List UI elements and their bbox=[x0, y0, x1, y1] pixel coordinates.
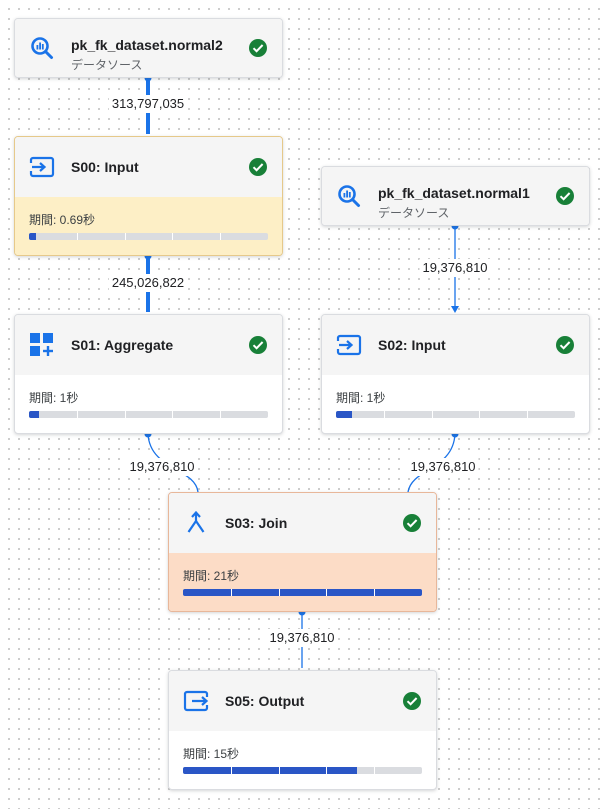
node-title: S05: Output bbox=[225, 693, 305, 709]
check-circle-icon bbox=[248, 157, 268, 177]
progress-tick bbox=[383, 411, 385, 418]
progress-fill bbox=[29, 411, 39, 418]
progress-fill bbox=[336, 411, 352, 418]
duration-text: 期間: 1秒 bbox=[336, 389, 385, 406]
node-header: pk_fk_dataset.normal1 データソース bbox=[322, 167, 589, 225]
node-header: S03: Join bbox=[169, 493, 436, 553]
progress-tick bbox=[326, 767, 328, 774]
progress-tick bbox=[431, 411, 433, 418]
node-metrics: 期間: 21秒 bbox=[169, 553, 436, 611]
merge-icon bbox=[183, 510, 209, 536]
duration-value: 0.69秒 bbox=[59, 213, 96, 227]
progress-tick bbox=[278, 767, 280, 774]
output-icon bbox=[183, 688, 209, 714]
progress-tick bbox=[220, 411, 222, 418]
progress-tick bbox=[479, 411, 481, 418]
node-title: S03: Join bbox=[225, 515, 288, 531]
aggregate-icon bbox=[29, 332, 55, 358]
duration-progress-bar bbox=[336, 411, 575, 418]
bigquery-icon bbox=[29, 35, 55, 61]
check-circle-icon bbox=[555, 186, 575, 206]
duration-progress-bar bbox=[29, 233, 268, 240]
progress-fill bbox=[183, 767, 358, 774]
edge-src1-s02-arrowhead bbox=[451, 306, 459, 313]
duration-text: 期間: 0.69秒 bbox=[29, 211, 95, 228]
duration-value: 15秒 bbox=[213, 747, 240, 761]
node-metrics: 期間: 15秒 bbox=[169, 731, 436, 789]
duration-progress-bar bbox=[29, 411, 268, 418]
duration-text: 期間: 15秒 bbox=[183, 745, 239, 762]
progress-tick bbox=[278, 589, 280, 596]
node-header: S02: Input bbox=[322, 315, 589, 375]
duration-progress-bar bbox=[183, 589, 422, 596]
node-header: S00: Input bbox=[15, 137, 282, 197]
node-header: pk_fk_dataset.normal2 データソース bbox=[15, 19, 282, 77]
duration-progress-bar bbox=[183, 767, 422, 774]
node-subtitle: データソース bbox=[378, 206, 450, 220]
node-stage-s02[interactable]: S02: Input 期間: 1秒 bbox=[321, 314, 590, 434]
edge-label-s00-s01: 245,026,822 bbox=[108, 274, 188, 292]
progress-tick bbox=[230, 767, 232, 774]
node-metrics: 期間: 1秒 bbox=[322, 375, 589, 433]
check-circle-icon bbox=[402, 691, 422, 711]
edge-label-src2-s00: 313,797,035 bbox=[108, 95, 188, 113]
progress-tick bbox=[124, 233, 126, 240]
progress-fill bbox=[183, 589, 422, 596]
progress-fill bbox=[29, 233, 37, 240]
progress-tick bbox=[124, 411, 126, 418]
edge-label-src1-s02: 19,376,810 bbox=[419, 259, 491, 277]
node-stage-s05[interactable]: S05: Output 期間: 15秒 bbox=[168, 670, 437, 790]
duration-label: 期間: bbox=[183, 747, 214, 761]
duration-value: 1秒 bbox=[59, 391, 79, 405]
progress-tick bbox=[172, 411, 174, 418]
check-circle-icon bbox=[555, 335, 575, 355]
node-header: S01: Aggregate bbox=[15, 315, 282, 375]
bigquery-icon bbox=[336, 183, 362, 209]
node-title: S01: Aggregate bbox=[71, 337, 174, 353]
edge-label-s01-s03: 19,376,810 bbox=[126, 458, 198, 476]
duration-text: 期間: 21秒 bbox=[183, 567, 239, 584]
progress-tick bbox=[374, 589, 376, 596]
duration-label: 期間: bbox=[336, 391, 367, 405]
node-title: S02: Input bbox=[378, 337, 446, 353]
check-circle-icon bbox=[248, 335, 268, 355]
edge-label-s02-s03: 19,376,810 bbox=[407, 458, 479, 476]
progress-tick bbox=[230, 589, 232, 596]
node-metrics: 期間: 1秒 bbox=[15, 375, 282, 433]
node-source-normal1[interactable]: pk_fk_dataset.normal1 データソース bbox=[321, 166, 590, 226]
progress-tick bbox=[76, 233, 78, 240]
progress-tick bbox=[220, 233, 222, 240]
node-title: S00: Input bbox=[71, 159, 139, 175]
progress-tick bbox=[374, 767, 376, 774]
node-subtitle: データソース bbox=[71, 58, 143, 72]
progress-tick bbox=[172, 233, 174, 240]
duration-label: 期間: bbox=[29, 213, 60, 227]
check-circle-icon bbox=[402, 513, 422, 533]
input-icon bbox=[29, 154, 55, 180]
check-circle-icon bbox=[248, 38, 268, 58]
progress-tick bbox=[527, 411, 529, 418]
progress-tick bbox=[326, 589, 328, 596]
node-source-normal2[interactable]: pk_fk_dataset.normal2 データソース bbox=[14, 18, 283, 78]
progress-tick bbox=[76, 411, 78, 418]
node-stage-s00[interactable]: S00: Input 期間: 0.69秒 bbox=[14, 136, 283, 256]
node-title: pk_fk_dataset.normal1 bbox=[378, 185, 530, 201]
duration-label: 期間: bbox=[183, 569, 214, 583]
duration-value: 1秒 bbox=[366, 391, 386, 405]
node-stage-s03[interactable]: S03: Join 期間: 21秒 bbox=[168, 492, 437, 612]
duration-text: 期間: 1秒 bbox=[29, 389, 78, 406]
duration-label: 期間: bbox=[29, 391, 60, 405]
node-stage-s01[interactable]: S01: Aggregate 期間: 1秒 bbox=[14, 314, 283, 434]
node-header: S05: Output bbox=[169, 671, 436, 731]
node-title: pk_fk_dataset.normal2 bbox=[71, 37, 223, 53]
input-icon bbox=[336, 332, 362, 358]
duration-value: 21秒 bbox=[213, 569, 240, 583]
node-metrics: 期間: 0.69秒 bbox=[15, 197, 282, 255]
edge-label-s03-s05: 19,376,810 bbox=[266, 629, 338, 647]
